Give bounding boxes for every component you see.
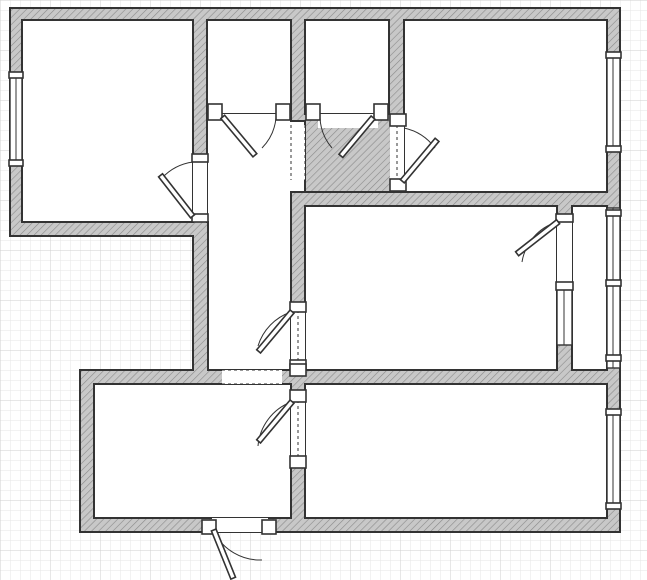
- doors: [157, 103, 574, 580]
- openings: [222, 125, 306, 385]
- window-right-bottom: [605, 408, 622, 510]
- room-top-small-b: [304, 19, 390, 115]
- window-right-top: [605, 51, 622, 153]
- rooms: [21, 19, 608, 519]
- door-small-room-b: [305, 103, 389, 159]
- door-small-room-a: [207, 103, 291, 158]
- room-middle-right: [304, 205, 558, 371]
- window-balcony: [605, 207, 622, 369]
- corridor-opening-bottom: [222, 370, 282, 384]
- door-top-right-room: [389, 113, 441, 192]
- room-bottom-right: [304, 383, 608, 519]
- door-bottom-junction: [289, 363, 307, 377]
- door-balcony: [514, 213, 574, 291]
- room-bottom-left: [93, 383, 292, 519]
- room-top-left: [21, 19, 194, 223]
- door-top-left-room: [157, 153, 209, 223]
- room-top-small-a: [206, 19, 292, 115]
- room-top-right: [403, 19, 608, 193]
- door-bottom-left-room: [255, 389, 307, 469]
- door-entrance: [201, 518, 277, 580]
- window-left: [8, 71, 24, 167]
- balcony: [571, 205, 608, 371]
- corridor-opening-top: [291, 125, 305, 180]
